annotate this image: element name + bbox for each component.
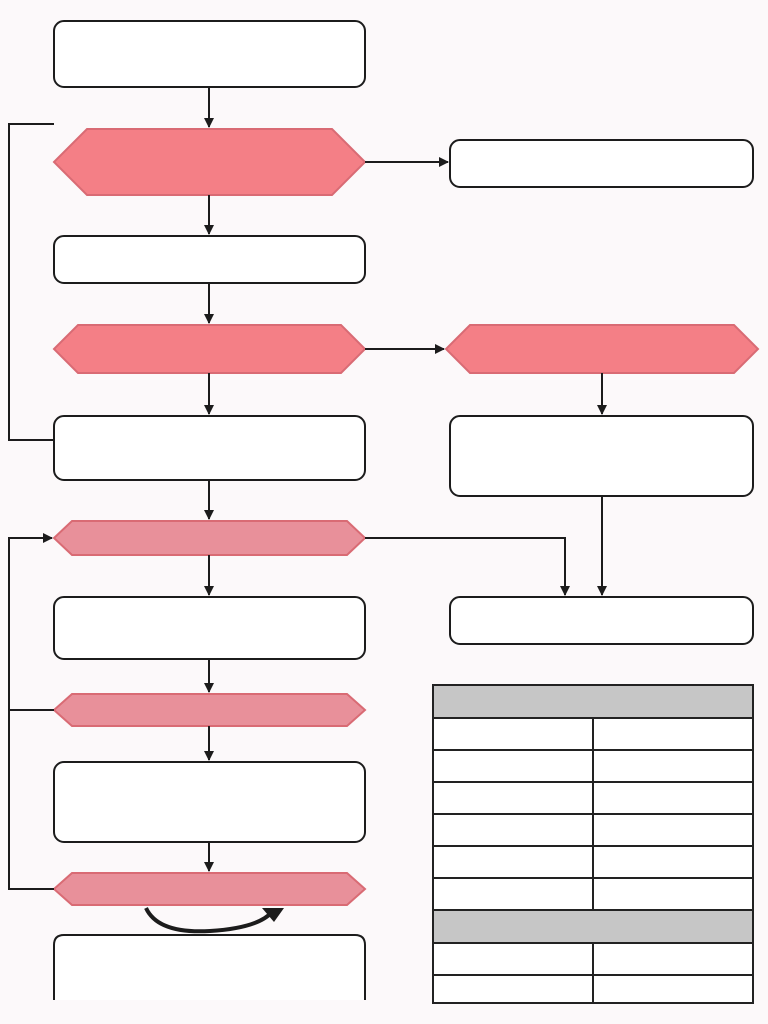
decision-5[interactable] xyxy=(52,872,367,906)
legend-value xyxy=(592,719,752,749)
legend-value xyxy=(592,976,752,1002)
decision-2[interactable] xyxy=(52,324,367,374)
loop-back-line xyxy=(8,533,54,890)
side-decision-1[interactable] xyxy=(444,324,760,374)
legend-header xyxy=(434,686,752,719)
decision-4[interactable] xyxy=(52,693,367,727)
process-side-result-2[interactable] xyxy=(449,596,754,645)
legend-table xyxy=(432,684,754,1004)
legend-row xyxy=(434,976,752,1002)
rotate-arrow-icon xyxy=(144,907,284,934)
legend-row xyxy=(434,944,752,976)
process-step-5[interactable] xyxy=(53,761,366,843)
legend-value xyxy=(592,879,752,909)
legend-row xyxy=(434,815,752,847)
legend-key xyxy=(434,879,592,909)
legend-value xyxy=(592,751,752,781)
process-step-4[interactable] xyxy=(53,596,366,660)
legend-row xyxy=(434,751,752,783)
process-side-result-1[interactable] xyxy=(449,139,754,188)
legend-value xyxy=(592,944,752,974)
legend-key xyxy=(434,847,592,877)
legend-key xyxy=(434,783,592,813)
legend-row xyxy=(434,879,752,911)
legend-value xyxy=(592,815,752,845)
legend-row xyxy=(434,719,752,751)
process-step-3[interactable] xyxy=(53,415,366,481)
legend-key xyxy=(434,976,592,1002)
process-start[interactable] xyxy=(53,20,366,88)
arrow-decision-3-to-side-result-2 xyxy=(365,537,570,596)
legend-key xyxy=(434,944,592,974)
process-end[interactable] xyxy=(53,934,366,1000)
legend-row xyxy=(434,783,752,815)
legend-key xyxy=(434,815,592,845)
group-bracket xyxy=(8,123,54,441)
legend-subheader xyxy=(434,911,752,944)
decision-3[interactable] xyxy=(52,520,367,556)
decision-1[interactable] xyxy=(52,128,367,196)
process-side-step-1[interactable] xyxy=(449,415,754,497)
legend-value xyxy=(592,847,752,877)
legend-value xyxy=(592,783,752,813)
legend-key xyxy=(434,719,592,749)
legend-row xyxy=(434,847,752,879)
legend-key xyxy=(434,751,592,781)
process-step-2[interactable] xyxy=(53,235,366,284)
